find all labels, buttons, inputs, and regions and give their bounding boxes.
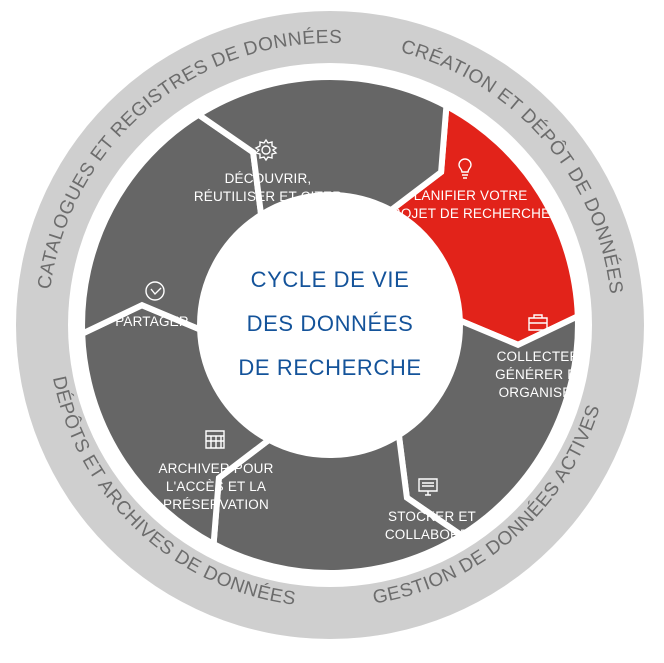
center-title-line-2: DES DONNÉES — [247, 311, 414, 336]
stage-label-collecter-3: ORGANISER — [499, 385, 582, 400]
stage-label-archiver-3: PRÉSERVATION — [163, 497, 269, 512]
stage-label-collecter-2: GÉNÉRER ET — [495, 367, 585, 382]
stage-label-stocker-2: COLLABORER — [385, 527, 479, 542]
calendar-icon — [205, 430, 225, 449]
briefcase-icon — [528, 314, 548, 331]
stage-label-decouvrir-2: RÉUTILISER ET CITER — [194, 189, 342, 204]
stage-decouvrir: DÉCOUVRIR, RÉUTILISER ET CITER — [193, 74, 450, 220]
stage-shape-decouvrir — [193, 74, 450, 220]
monitor-icon — [418, 478, 438, 496]
stage-label-stocker-1: STOCKER ET — [388, 509, 476, 524]
stage-label-archiver-2: L'ACCÈS ET LA — [166, 479, 266, 494]
clock-icon — [145, 281, 165, 301]
stage-label-planifier-2: PROJET DE RECHERCHE — [382, 206, 551, 221]
stage-label-planifier-1: PLANIFIER VOTRE — [404, 188, 527, 203]
stage-label-archiver-1: ARCHIVER POUR — [158, 461, 273, 476]
stage-label-collecter-1: COLLECTER, — [497, 349, 584, 364]
center-circle — [208, 203, 452, 447]
stage-label-partager-1: PARTAGER — [115, 314, 189, 329]
stage-label-decouvrir-1: DÉCOUVRIR, — [225, 171, 312, 186]
center-title-line-3: DE RECHERCHE — [238, 355, 421, 380]
gear-icon — [254, 138, 278, 162]
stage-segments: PLANIFIER VOTRE PROJET DE RECHERCHE COLLEC… — [79, 74, 585, 576]
center-title-line-1: CYCLE DE VIE — [251, 267, 410, 292]
lightbulb-icon — [458, 158, 472, 179]
